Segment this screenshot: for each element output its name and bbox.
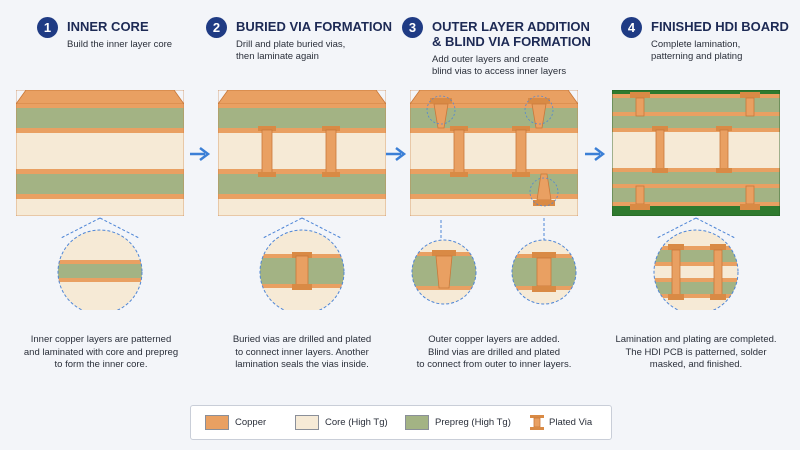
finished-blind-via-bottom-left	[630, 185, 650, 210]
blind-via-top-left	[430, 98, 452, 129]
step-1-zoom-detail	[57, 217, 143, 310]
step-3-layer-stack	[410, 90, 578, 216]
step-1: 1 INNER CORE Build the inner layer core …	[16, 0, 211, 450]
step-4: 4 FINISHED HDI BOARD Complete lamination…	[612, 0, 800, 450]
blind-via-top-right	[528, 98, 550, 129]
blind-via-bottom	[533, 173, 555, 206]
step-2-title: BURIED VIA FORMATION	[236, 19, 392, 34]
step-4-description-line-3: masked, and finished.	[649, 359, 743, 370]
step-3-description-line-1: Outer copper layers are added.	[428, 334, 560, 345]
step-2-subtitle-line-2: then laminate again	[236, 51, 319, 62]
step-3-title-line-2: & BLIND VIA FORMATION	[432, 34, 591, 49]
step-4-zoom-detail	[653, 217, 739, 310]
step-3: 3 OUTER LAYER ADDITION & BLIND VIA FORMA…	[402, 0, 605, 450]
buried-via-right	[322, 126, 340, 177]
step-2-description: Buried vias are drilled and plated to co…	[207, 334, 397, 372]
finished-blind-via-top-right	[740, 92, 760, 117]
step-3-description-line-3: to connect from outer to inner layers.	[416, 359, 572, 370]
step-1-description: Inner copper layers are patterned and la…	[6, 334, 196, 372]
step-1-title: INNER CORE	[67, 19, 149, 34]
step-2-description-line-3: lamination seals the vias inside.	[235, 359, 369, 370]
step-3-description-line-2: Blind vias are drilled and plated	[427, 346, 561, 358]
plated-via-icon	[530, 415, 544, 430]
finished-blind-via-top-left	[630, 92, 650, 117]
step-2-layer-stack	[218, 90, 386, 216]
step-2-number-badge: 2	[206, 17, 227, 38]
step-3-number-badge: 3	[402, 17, 423, 38]
step-4-number-badge: 4	[621, 17, 642, 38]
legend-label-plated-via: Plated Via	[549, 417, 593, 428]
step-2: 2 BURIED VIA FORMATION Drill and plate b…	[206, 0, 413, 450]
finished-blind-via-bottom-right	[740, 185, 760, 210]
buried-via-left	[450, 126, 468, 177]
buried-via-left	[258, 126, 276, 177]
step-1-description-line-3: to form the inner core.	[54, 359, 148, 370]
step-3-title: OUTER LAYER ADDITION	[432, 19, 590, 34]
finished-buried-via-left	[652, 126, 668, 173]
step-1-number-badge: 1	[37, 17, 58, 38]
legend-label-core: Core (High Tg)	[325, 417, 388, 428]
legend-label-prepreg: Prepreg (High Tg)	[435, 417, 511, 428]
step-3-description: Outer copper layers are added. Blind via…	[399, 334, 589, 372]
step-1-subtitle: Build the inner layer core	[67, 39, 173, 50]
step-4-description-line-2: The HDI PCB is patterned, solder	[625, 346, 767, 358]
step-2-description-line-2: to connect inner layers. Another	[235, 346, 369, 358]
legend: Copper Core (High Tg) Prepreg (High Tg) …	[190, 405, 612, 440]
arrow-right-icon	[386, 147, 407, 161]
legend-label-copper: Copper	[235, 417, 267, 428]
step-1-description-line-2: and laminated with core and prepreg	[23, 346, 179, 358]
step-4-description: Lamination and plating are completed. Th…	[601, 334, 791, 372]
step-4-subtitle: Complete lamination,	[651, 39, 741, 50]
step-4-description-line-1: Lamination and plating are completed.	[615, 334, 777, 345]
buried-via-right	[512, 126, 530, 177]
arrow-right-icon	[190, 147, 211, 161]
step-2-subtitle: Drill and plate buried vias,	[236, 39, 346, 50]
step-1-layer-stack	[16, 90, 184, 216]
step-4-subtitle-line-2: patterning and plating	[651, 51, 743, 62]
step-2-zoom-detail	[259, 217, 345, 310]
step-4-title: FINISHED HDI BOARD	[651, 19, 789, 34]
step-4-layer-stack	[612, 90, 780, 216]
step-3-subtitle: Add outer layers and create	[432, 54, 549, 65]
step-1-description-line-1: Inner copper layers are patterned	[30, 334, 172, 345]
finished-buried-via-right	[716, 126, 732, 173]
core-swatch	[295, 415, 319, 430]
step-3-subtitle-line-2: blind vias to access inner layers	[432, 66, 567, 77]
prepreg-swatch	[405, 415, 429, 430]
copper-swatch	[205, 415, 229, 430]
arrow-right-icon	[585, 147, 606, 161]
step-2-description-line-1: Buried vias are drilled and plated	[232, 334, 372, 345]
step-3-zoom-details	[411, 218, 577, 305]
